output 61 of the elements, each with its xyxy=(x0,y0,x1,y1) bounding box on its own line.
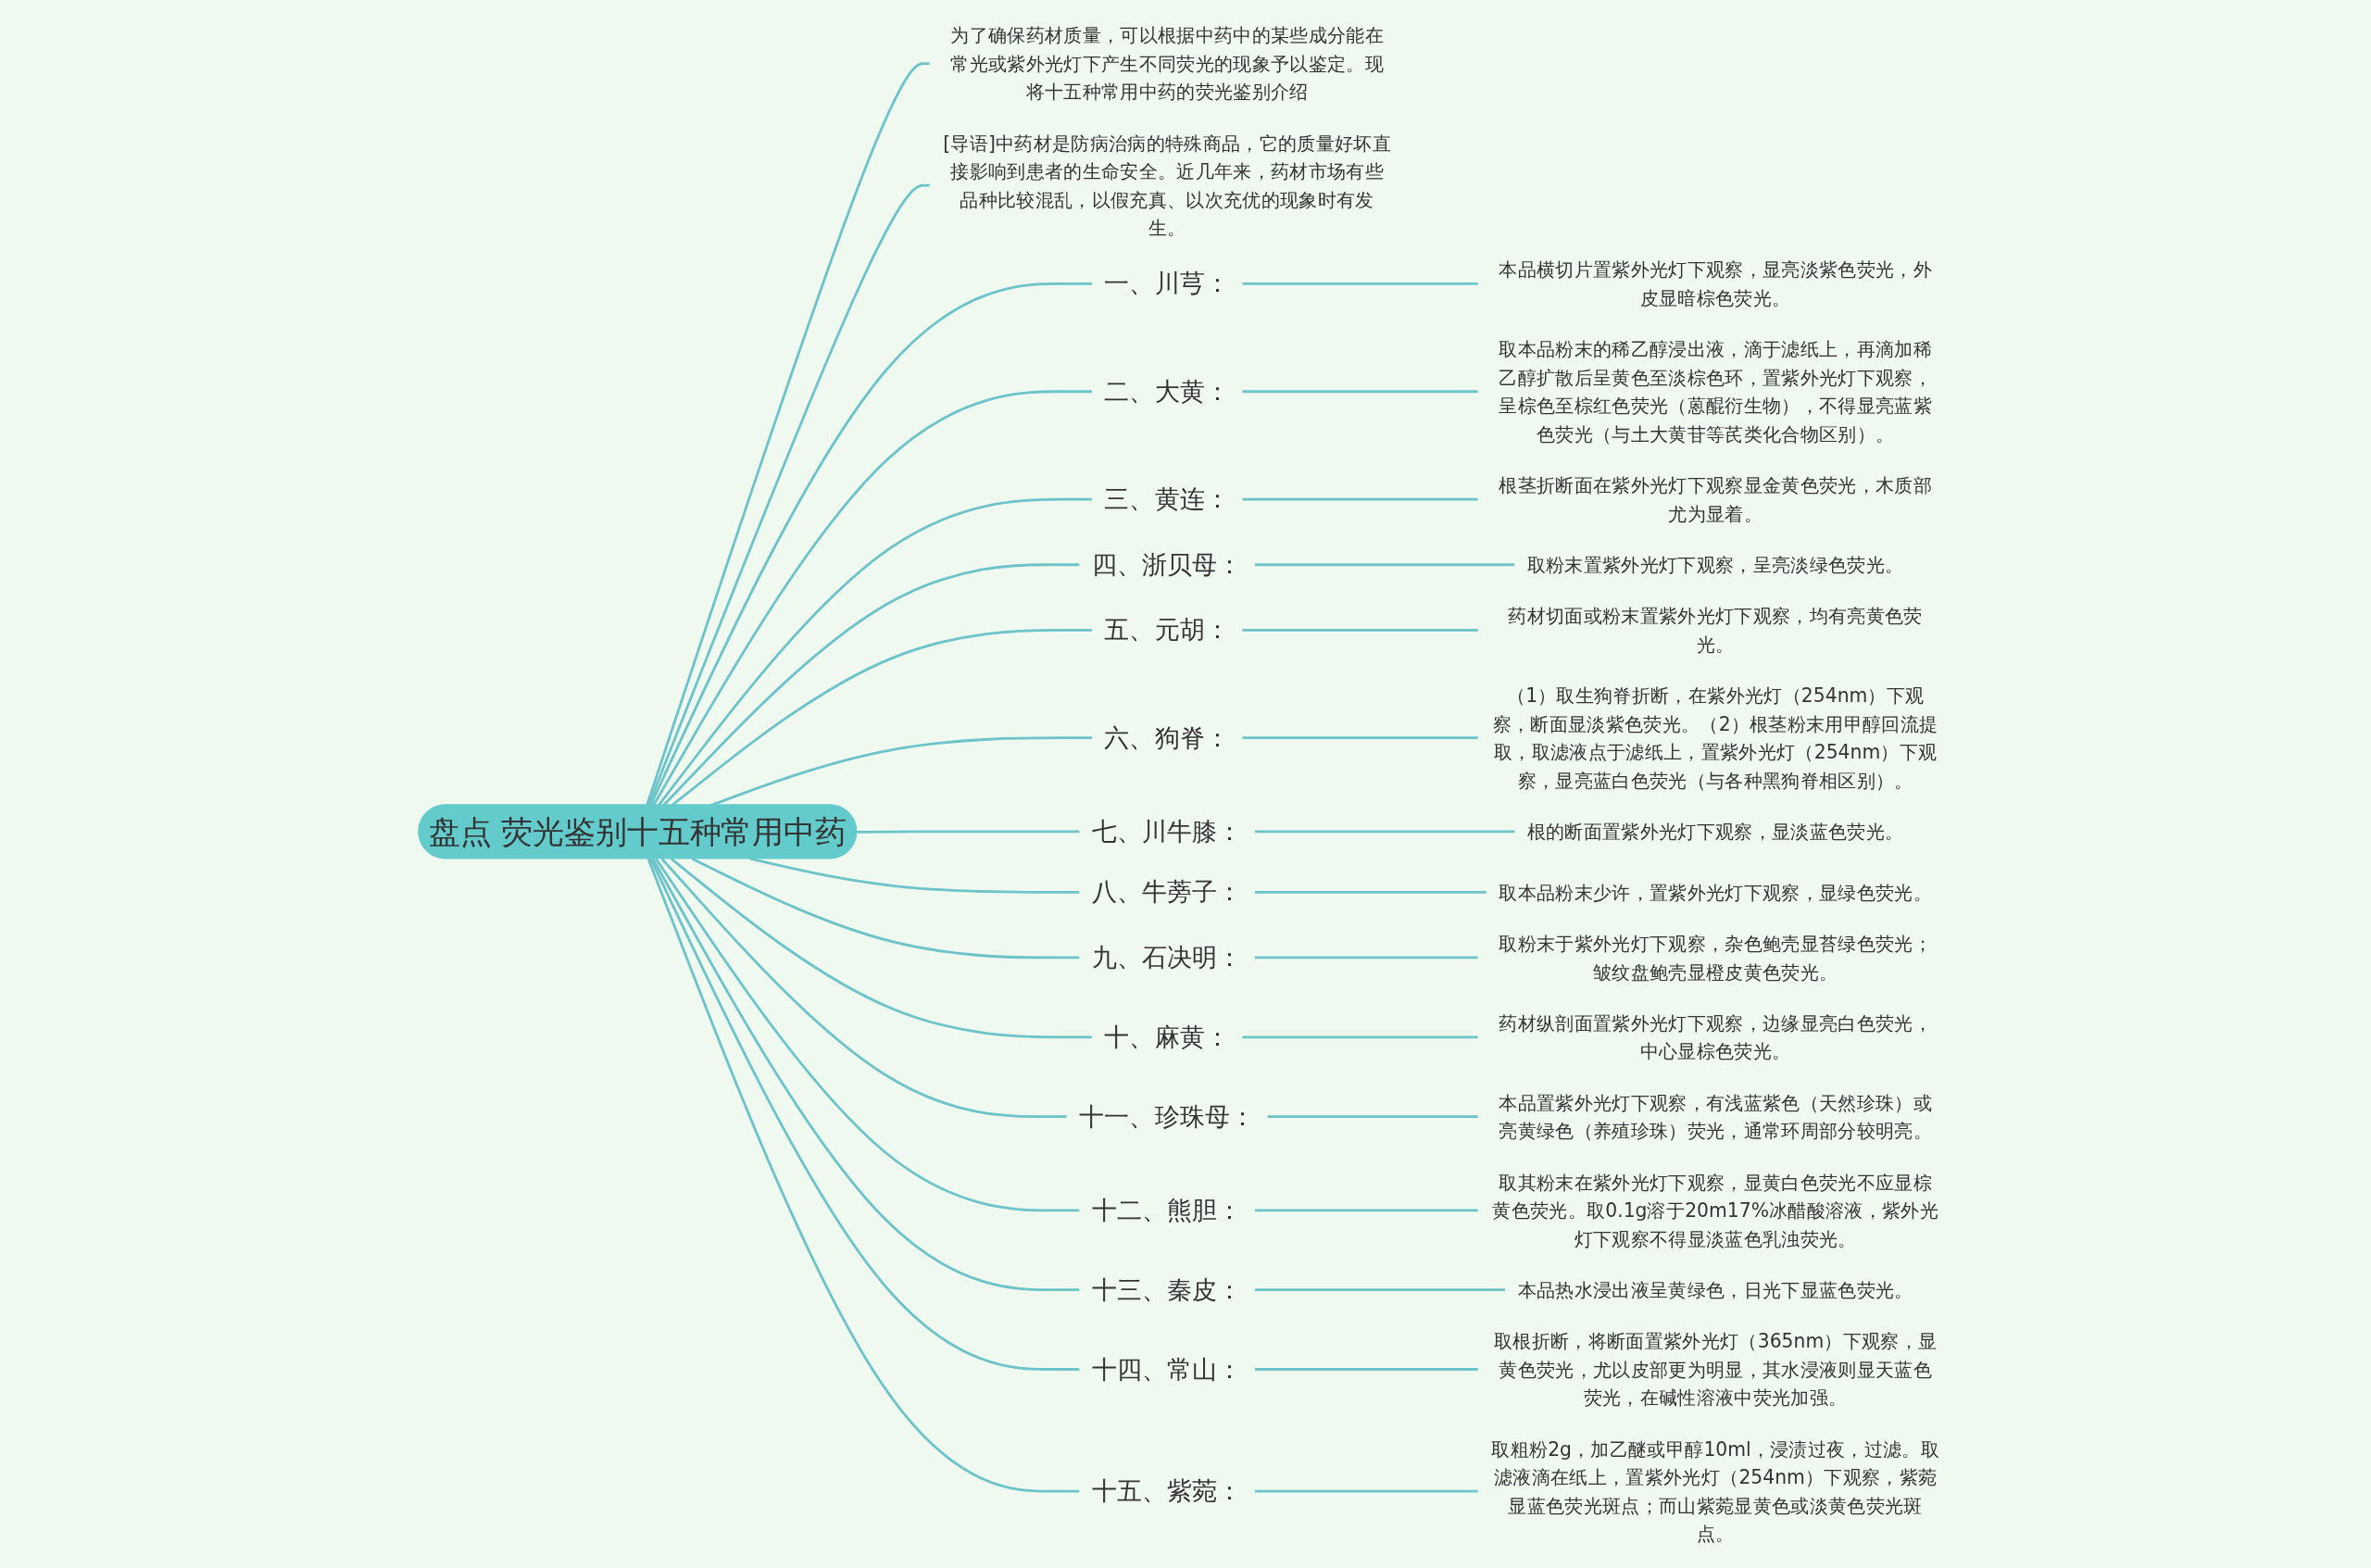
connector xyxy=(648,858,1079,1371)
connector xyxy=(1242,389,1478,393)
node-text: 七、川牛膝： xyxy=(1091,816,1243,847)
node-text: 九、石决明： xyxy=(1091,942,1243,972)
node-text: 取粉末置紫外光灯下观察，呈亮淡绿色荧光。 xyxy=(1526,553,1904,576)
connector xyxy=(660,857,1067,1118)
node-text: 六、狗脊： xyxy=(1104,722,1230,753)
node-text: 十二、熊胆： xyxy=(1091,1195,1243,1225)
connector xyxy=(1242,735,1478,739)
connector xyxy=(1254,1208,1478,1211)
connector xyxy=(652,389,1092,806)
node-text: 十、麻黄： xyxy=(1104,1022,1230,1052)
node-text: 十三、秦皮： xyxy=(1091,1274,1243,1304)
connector xyxy=(1254,1287,1505,1291)
node-text: 二、大黄： xyxy=(1104,376,1230,407)
connector xyxy=(1254,829,1514,833)
node-text: 药材纵剖面置紫外光灯下观察，边缘显亮白色荧光，中心显棕色荧光。 xyxy=(1498,1011,1932,1062)
connector xyxy=(691,857,1079,959)
connector xyxy=(654,857,1079,1211)
connector xyxy=(856,829,1079,834)
node-text: （1）取生狗脊折断，在紫外光灯（254nm）下观察，断面显淡紫色荧光。（2）根茎粉末用甲醇回流提取，取滤液点于滤纸上，置紫外光灯（254nm）下观察，显亮蓝白色荧光（与各种黑狗脊相区别）。 xyxy=(1492,684,1938,791)
node-text: 取其粉末在紫外光灯下观察，显黄白色荧光不应显棕黄色荧光。取0.1g溶于20m17%冰醋酸溶液，紫外光灯下观察不得显淡蓝色乳浊荧光。 xyxy=(1491,1170,1938,1249)
connector xyxy=(1254,890,1487,894)
node-text: 根的断面置紫外光灯下观察，显淡蓝色荧光。 xyxy=(1526,820,1904,843)
connector xyxy=(1267,1114,1478,1118)
node-text: 本品热水浸出液呈黄绿色，日光下显蓝色荧光。 xyxy=(1517,1278,1913,1301)
node-text: 取根折断，将断面置紫外光灯（365nm）下观察，显黄色荧光，尤以皮部更为明显，其水浸液则显天蓝色荧光，在碱性溶液中荧光加强。 xyxy=(1493,1329,1937,1409)
connector xyxy=(1254,1489,1478,1493)
node-text: 药材切面或粉末置紫外光灯下观察，均有亮黄色荧光。 xyxy=(1508,604,1923,655)
connector xyxy=(646,858,1079,1493)
node-text: 十四、常山： xyxy=(1091,1354,1243,1384)
connector xyxy=(1254,956,1478,959)
node-text: 十一、珍珠母： xyxy=(1078,1101,1255,1132)
connector xyxy=(657,497,1092,806)
connector xyxy=(749,857,1079,894)
node-text: 五、元胡： xyxy=(1104,615,1230,645)
node-text: 三、黄连： xyxy=(1104,483,1230,514)
node-text: 为了确保药材质量，可以根据中药中的某些成分能在常光或紫外光灯下产生不同荧光的现象予以鉴定。现将十五种常用中药的荧光鉴别介绍 xyxy=(949,23,1384,103)
connector xyxy=(651,858,1079,1291)
node-text: 根茎折断面在紫外光灯下观察显金黄色荧光，木质部尤为显着。 xyxy=(1498,473,1932,524)
connector xyxy=(1254,1367,1478,1371)
node-text: 取粗粉2g，加乙醚或甲醇10ml，浸渍过夜，过滤。取滤液滴在纸上，置紫外光灯（254nm）下观察，紫菀显蓝色荧光斑点；而山紫菀显黄色或淡黄色荧光斑点。 xyxy=(1490,1437,1939,1545)
connector xyxy=(648,282,1092,806)
node-text: 八、牛蒡子： xyxy=(1091,877,1243,907)
node-text: 一、川芎： xyxy=(1104,269,1230,298)
node-text: 取粉末于紫外光灯下观察，杂色鲍壳显苔绿色荧光；皱纹盘鲍壳显橙皮黄色荧光。 xyxy=(1498,932,1932,983)
node-text: 本品置紫外光灯下观察，有浅蓝紫色（天然珍珠）或亮黄绿色（养殖珍珠）荧光，通常环周部分较明亮。 xyxy=(1498,1091,1932,1142)
node-text: 十五、紫菀： xyxy=(1091,1475,1243,1506)
connector xyxy=(646,183,930,806)
connector xyxy=(670,857,1092,1038)
connector xyxy=(1242,497,1478,501)
node-text: 四、浙贝母： xyxy=(1091,549,1243,580)
node-text: 取本品粉末的稀乙醇浸出液，滴于滤纸上，再滴加稀乙醇扩散后呈黄色至淡棕色环，置紫外光灯下观察，呈棕色至棕红色荧光（蒽醌衍生物），不得显亮蓝紫色荧光（与土大黄苷等芪类化合物区别）。 xyxy=(1498,337,1932,445)
node-text: 取本品粉末少许，置紫外光灯下观察，显绿色荧光。 xyxy=(1498,881,1932,903)
node-text: [导语]中药材是防病治病的特殊商品，它的质量好坏直接影响到患者的生命安全。近几年来，药材市场有些品种比较混乱，以假充真、以次充优的现象时有发生。 xyxy=(943,132,1391,239)
connector xyxy=(1242,282,1478,285)
connector xyxy=(1254,562,1514,566)
connector xyxy=(1242,1035,1478,1038)
connector xyxy=(645,61,930,806)
node-text: 本品横切片置紫外光灯下观察，显亮淡紫色荧光，外皮显暗棕色荧光。 xyxy=(1498,257,1932,309)
connector xyxy=(1242,628,1478,632)
